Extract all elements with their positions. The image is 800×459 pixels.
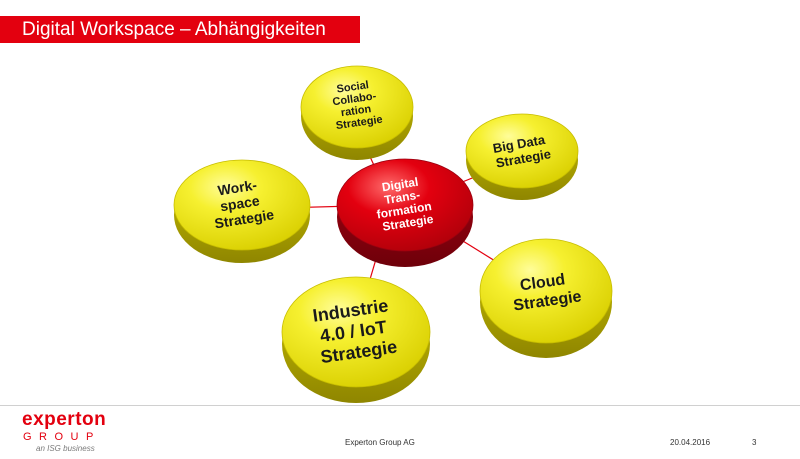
- disc-digital-transformation: Digital Trans- formation Strategie: [336, 158, 474, 267]
- disc-cloud: Cloud Strategie: [479, 238, 613, 358]
- disc-social-collaboration: Social Collabo- ration Strategie: [300, 65, 414, 160]
- footer-date: 20.04.2016: [670, 438, 711, 447]
- logo-tagline: an ISG business: [36, 444, 95, 453]
- footer-company: Experton Group AG: [345, 438, 415, 447]
- experton-logo: experton GROUP an ISG business: [22, 410, 122, 454]
- logo-wordmark: experton: [22, 409, 107, 430]
- disc-big-data: Big Data Strategie: [465, 113, 579, 200]
- disc-label-industrie: Industrie 4.0 / IoT Strategie: [311, 295, 400, 368]
- footer-page-number: 3: [752, 438, 757, 447]
- disc-label-social: Social Collabo- ration Strategie: [330, 78, 383, 132]
- disc-label-workspace: Work- space Strategie: [208, 175, 275, 232]
- logo-group-text: GROUP: [23, 431, 101, 443]
- disc-industrie: Industrie 4.0 / IoT Strategie: [281, 276, 431, 403]
- slide-title: Digital Workspace – Abhängigkeiten: [0, 16, 360, 43]
- disc-workspace: Work- space Strategie: [173, 159, 311, 263]
- footer-divider: [0, 405, 800, 406]
